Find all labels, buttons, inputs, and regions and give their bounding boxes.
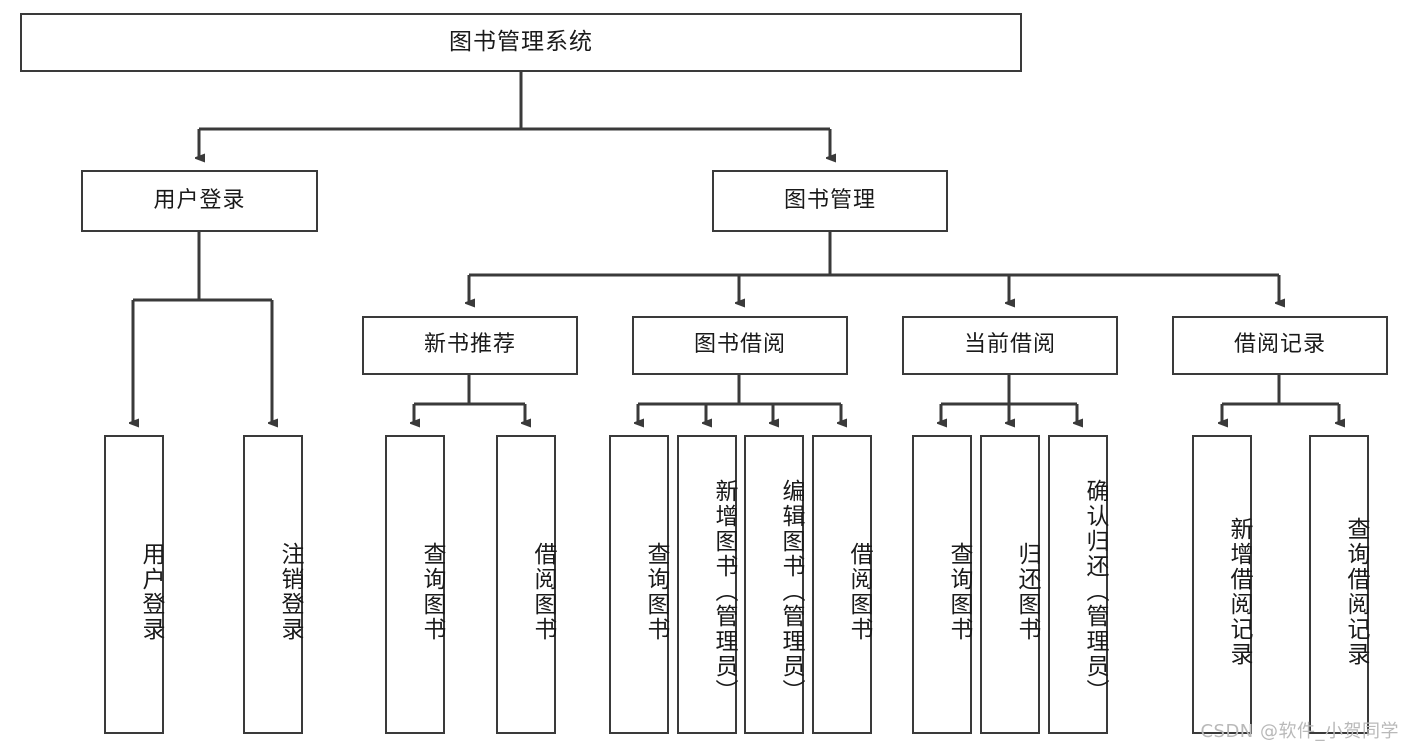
- node-borrow-records[interactable]: 借阅记录: [1172, 316, 1388, 375]
- node-user-login[interactable]: 用户登录: [81, 170, 318, 232]
- leaf-add-book-admin[interactable]: 新增图书（管理员）: [677, 435, 737, 734]
- node-root-system[interactable]: 图书管理系统: [20, 13, 1022, 72]
- leaf-logout[interactable]: 注销登录: [243, 435, 303, 734]
- node-book-borrow[interactable]: 图书借阅: [632, 316, 848, 375]
- leaf-return-book[interactable]: 归还图书: [980, 435, 1040, 734]
- node-new-book-recommend[interactable]: 新书推荐: [362, 316, 578, 375]
- leaf-query-book-borrow[interactable]: 查询图书: [609, 435, 669, 734]
- leaf-confirm-return-admin[interactable]: 确认归还（管理员）: [1048, 435, 1108, 734]
- leaf-query-book-recommend[interactable]: 查询图书: [385, 435, 445, 734]
- leaf-add-borrow-record[interactable]: 新增借阅记录: [1192, 435, 1252, 734]
- leaf-borrow-book[interactable]: 借阅图书: [812, 435, 872, 734]
- leaf-user-login[interactable]: 用户登录: [104, 435, 164, 734]
- leaf-query-book-current[interactable]: 查询图书: [912, 435, 972, 734]
- leaf-borrow-book-recommend[interactable]: 借阅图书: [496, 435, 556, 734]
- node-current-borrow[interactable]: 当前借阅: [902, 316, 1118, 375]
- leaf-query-borrow-record[interactable]: 查询借阅记录: [1309, 435, 1369, 734]
- leaf-edit-book-admin[interactable]: 编辑图书（管理员）: [744, 435, 804, 734]
- csdn-watermark: CSDN @软件_小贺同学: [1200, 721, 1399, 742]
- node-book-management[interactable]: 图书管理: [712, 170, 948, 232]
